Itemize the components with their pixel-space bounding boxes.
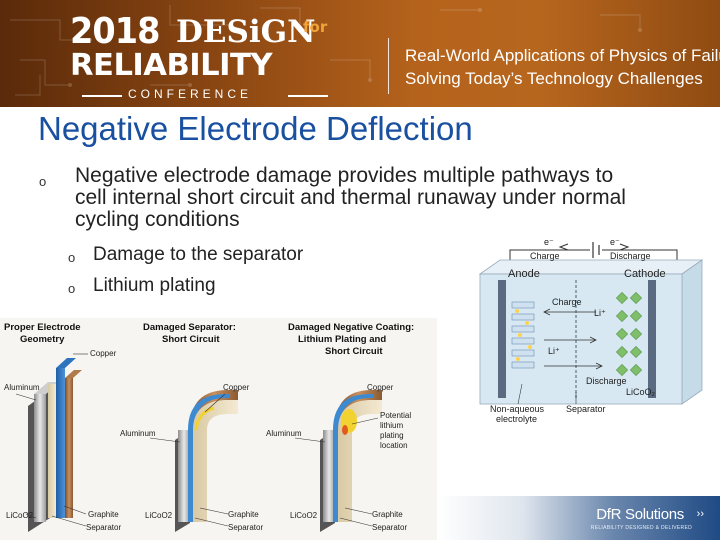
panel3-copper-label: Copper [367, 383, 394, 392]
slide-title: Negative Electrode Deflection [38, 110, 473, 147]
panel2-copper-label: Copper [223, 383, 250, 392]
li-ion-label-2: Li⁺ [548, 346, 560, 356]
panel3-aluminum-label: Aluminum [266, 429, 302, 438]
panel1-copper-label: Copper [90, 349, 117, 358]
panel2-graphite-label: Graphite [228, 510, 259, 519]
panel3-heading-2: Lithium Plating and [298, 334, 386, 345]
panel3-graphite-label: Graphite [372, 510, 403, 519]
sub-bullet-marker: o [68, 281, 76, 296]
sub-bullet-lithium-plating: Lithium plating [93, 275, 216, 296]
dfr-logo-name: DfR Solutions [596, 506, 684, 523]
potential-lithium-label-2: lithium [380, 421, 403, 430]
discharge-top-label: Discharge [610, 251, 651, 261]
panel1-graphite-label: Graphite [88, 510, 119, 519]
charge-top-label: Charge [530, 251, 560, 261]
potential-lithium-label-3: plating [380, 431, 404, 440]
logo-rule-right [288, 95, 328, 97]
proper-geometry-stack [15, 353, 88, 532]
potential-lithium-label-1: Potential [380, 411, 411, 420]
charge-mid-label: Charge [552, 297, 582, 307]
electrolyte-label-1: Non-aqueous [490, 404, 545, 414]
panel2-licoo2-label: LiCoO2 [145, 511, 173, 520]
sub-bullet-marker: o [68, 250, 76, 265]
electrolyte-label-2: electrolyte [496, 414, 537, 424]
tagline-line-2: Solving Today’s Technology Challenges [405, 69, 703, 88]
li-ion-cell-figure: e⁻ e⁻ Charge Discharge Anode Cathode Cha… [472, 232, 720, 432]
li-ion-label-1: Li⁺ [594, 308, 606, 318]
banner-divider [388, 38, 389, 94]
logo-reliability: RELIABILITY [70, 48, 273, 83]
potential-lithium-label-4: location [380, 441, 408, 450]
panel1-separator-label: Separator [86, 523, 121, 532]
tagline-line-1: Real-World Applications of Physics of Fa… [405, 46, 720, 65]
panel3-heading-1: Damaged Negative Coating: [288, 322, 414, 333]
dfr-solutions-logo: DfR Solutions ›› RELIABILITY DESIGNED & … [437, 496, 720, 540]
sub-bullet-separator-damage: Damage to the separator [93, 244, 304, 265]
panel2-heading-1: Damaged Separator: [143, 322, 236, 333]
conference-banner: 2018 DESiGN for RELIABILITY CONFERENCE R… [0, 0, 720, 107]
dfr-logo-mark-icon: ›› [696, 508, 704, 520]
panel3-licoo2-label: LiCoO2 [290, 511, 318, 520]
panel2-aluminum-label: Aluminum [120, 429, 156, 438]
panel3-heading-3: Short Circuit [325, 346, 383, 357]
panel1-heading-2: Geometry [20, 334, 65, 345]
separator-label: Separator [566, 404, 606, 414]
panel1-heading-1: Proper Electrode [4, 322, 81, 333]
logo-rule-left [82, 95, 122, 97]
electrode-figure-svg: Proper Electrode Geometry Copper Aluminu… [4, 322, 414, 532]
panel3-separator-label: Separator [372, 523, 407, 532]
damaged-coating-stack [294, 390, 382, 532]
logo-conference: CONFERENCE [128, 87, 253, 101]
electron-label-right: e⁻ [610, 237, 620, 247]
logo-for: for [303, 18, 328, 36]
logo-design: DESiGN [176, 14, 316, 50]
discharge-mid-label: Discharge [586, 376, 627, 386]
panel1-licoo2-label: LiCoO2 [6, 511, 34, 520]
panel2-separator-label: Separator [228, 523, 263, 532]
electron-label-left: e⁻ [544, 237, 554, 247]
damaged-separator-stack [149, 390, 238, 532]
cell-figure-svg: e⁻ e⁻ Charge Discharge Anode Cathode Cha… [478, 237, 704, 424]
anode-label: Anode [508, 268, 540, 280]
main-bullet-text: Negative electrode damage provides multi… [75, 164, 626, 231]
electrode-damage-figure: Proper Electrode Geometry Copper Aluminu… [0, 318, 437, 540]
cathode-label: Cathode [624, 268, 666, 280]
bullet-marker: o [39, 174, 47, 189]
licoo2-label: LiCoO₂ [626, 387, 656, 397]
circuit-pattern-decoration [10, 5, 642, 96]
dfr-logo-tagline: RELIABILITY DESIGNED & DELIVERED [590, 525, 692, 531]
panel1-aluminum-label: Aluminum [4, 383, 40, 392]
logo-year: 2018 [70, 11, 160, 52]
panel2-heading-2: Short Circuit [162, 334, 220, 345]
